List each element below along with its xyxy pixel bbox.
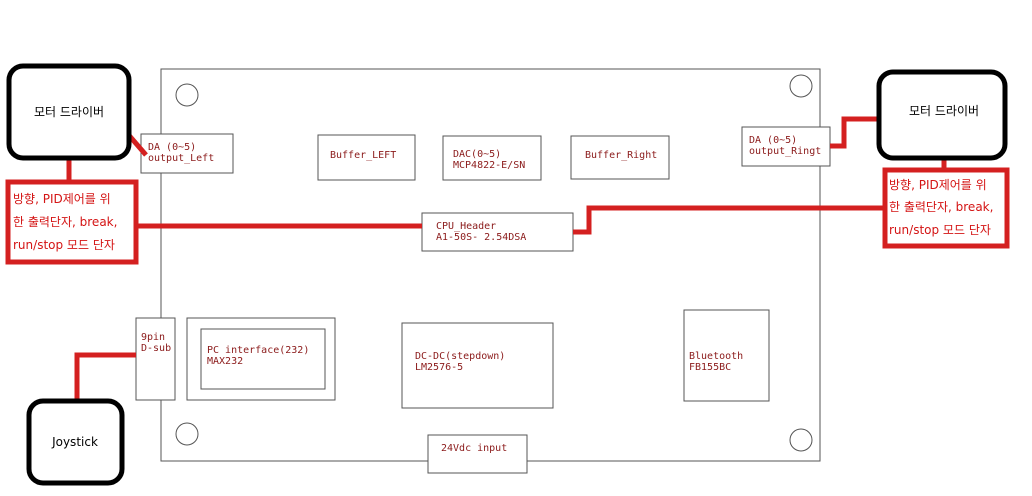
svg-text:Buffer_LEFT: Buffer_LEFT <box>330 150 396 161</box>
dac-line-2: MCP4822-E/SN <box>453 160 525 171</box>
note-left-box <box>5 179 139 265</box>
da-left-line-2: output_Left <box>148 153 214 164</box>
note-left-line-1: 방향, PID제어를 위 <box>13 192 111 206</box>
da-left-box <box>140 133 234 174</box>
da-right-box <box>741 126 831 167</box>
joystick-box <box>26 398 125 486</box>
da-right-line-1: DA (0~5) <box>749 135 797 146</box>
dac-line-1: DAC(0~5) <box>453 149 501 160</box>
svg-text:DA (0~5)output_Ringt: DA (0~5)output_Ringt <box>749 135 821 157</box>
svg-text:방향, PID제어를 위한 출력단자, break,run/: 방향, PID제어를 위한 출력단자, break, run/stop 모드 단자 <box>13 192 117 252</box>
bluetooth-line-2: FB155BC <box>689 362 731 373</box>
svg-text:Buffer_Right: Buffer_Right <box>585 150 657 161</box>
mounting-hole-top-left <box>175 83 199 107</box>
pc-interface-line-1: PC interface(232) <box>207 345 309 356</box>
da-right-line-2: output_Ringt <box>749 146 821 157</box>
dcdc-line-1: DC-DC(stepdown) <box>415 351 505 362</box>
note-right-line-2: 한 출력단자, break, <box>889 200 993 214</box>
dac-box <box>442 135 542 181</box>
wire-da-right-to-motor-right <box>830 116 881 149</box>
note-right-box <box>882 167 1010 249</box>
cpu-header-box <box>421 212 574 252</box>
note-left-line-2: 한 출력단자, break, <box>13 215 117 229</box>
note-right-line-3: run/stop 모드 단자 <box>889 223 991 237</box>
bluetooth-line-1: Bluetooth <box>689 351 743 362</box>
motor-driver-left-box <box>6 63 132 161</box>
wires <box>66 116 947 403</box>
wire-cpu-header-to-note-right <box>573 205 885 235</box>
cpu-header-line-2: A1-50S- 2.54DSA <box>436 232 526 243</box>
dsub-line-1: 9pin <box>141 332 165 343</box>
wire-dsub-to-joystick <box>74 352 136 403</box>
dsub-box <box>135 317 176 401</box>
pc-interface-inner-box <box>200 328 326 390</box>
svg-text:DA (0~5)output_Left: DA (0~5)output_Left <box>148 142 214 164</box>
bluetooth-box <box>683 309 770 402</box>
svg-text:24Vdc input: 24Vdc input <box>441 443 507 454</box>
note-left-line-3: run/stop 모드 단자 <box>13 238 115 252</box>
svg-text:PC interface(232)MAX232: PC interface(232)MAX232 <box>207 345 309 367</box>
da-left-line-1: DA (0~5) <box>148 142 196 153</box>
pc-interface-line-2: MAX232 <box>207 356 243 367</box>
power-input-box <box>427 434 528 474</box>
mounting-hole-bottom-right <box>789 428 813 452</box>
note-right-line-1: 방향, PID제어를 위 <box>889 178 987 192</box>
buffer-right-label: Buffer_Right <box>585 150 657 161</box>
joystick-label: Joystick <box>51 435 98 449</box>
buffer-right-box <box>570 135 670 180</box>
motor-driver-right-box <box>876 69 1008 161</box>
buffer-left-label: Buffer_LEFT <box>330 150 396 161</box>
buffer-left-box <box>317 134 416 181</box>
dsub-line-2: D-sub <box>141 343 171 354</box>
dcdc-box <box>401 322 554 409</box>
dcdc-line-2: LM2576-5 <box>415 362 463 373</box>
power-input-label: 24Vdc input <box>441 443 507 454</box>
mounting-hole-bottom-left <box>175 422 199 446</box>
motor-driver-left-label: 모터 드라이버 <box>34 105 104 119</box>
svg-text:DAC(0~5)MCP4822-E/SN: DAC(0~5)MCP4822-E/SN <box>453 149 525 171</box>
motor-driver-right-label: 모터 드라이버 <box>909 104 979 118</box>
svg-text:방향, PID제어를 위한 출력단자, break,run/: 방향, PID제어를 위한 출력단자, break, run/stop 모드 단자 <box>889 178 993 237</box>
cpu-header-line-1: CPU_Header <box>436 221 496 232</box>
svg-text:DC-DC(stepdown)LM2576-5: DC-DC(stepdown)LM2576-5 <box>415 351 505 373</box>
mounting-hole-top-right <box>789 74 813 98</box>
